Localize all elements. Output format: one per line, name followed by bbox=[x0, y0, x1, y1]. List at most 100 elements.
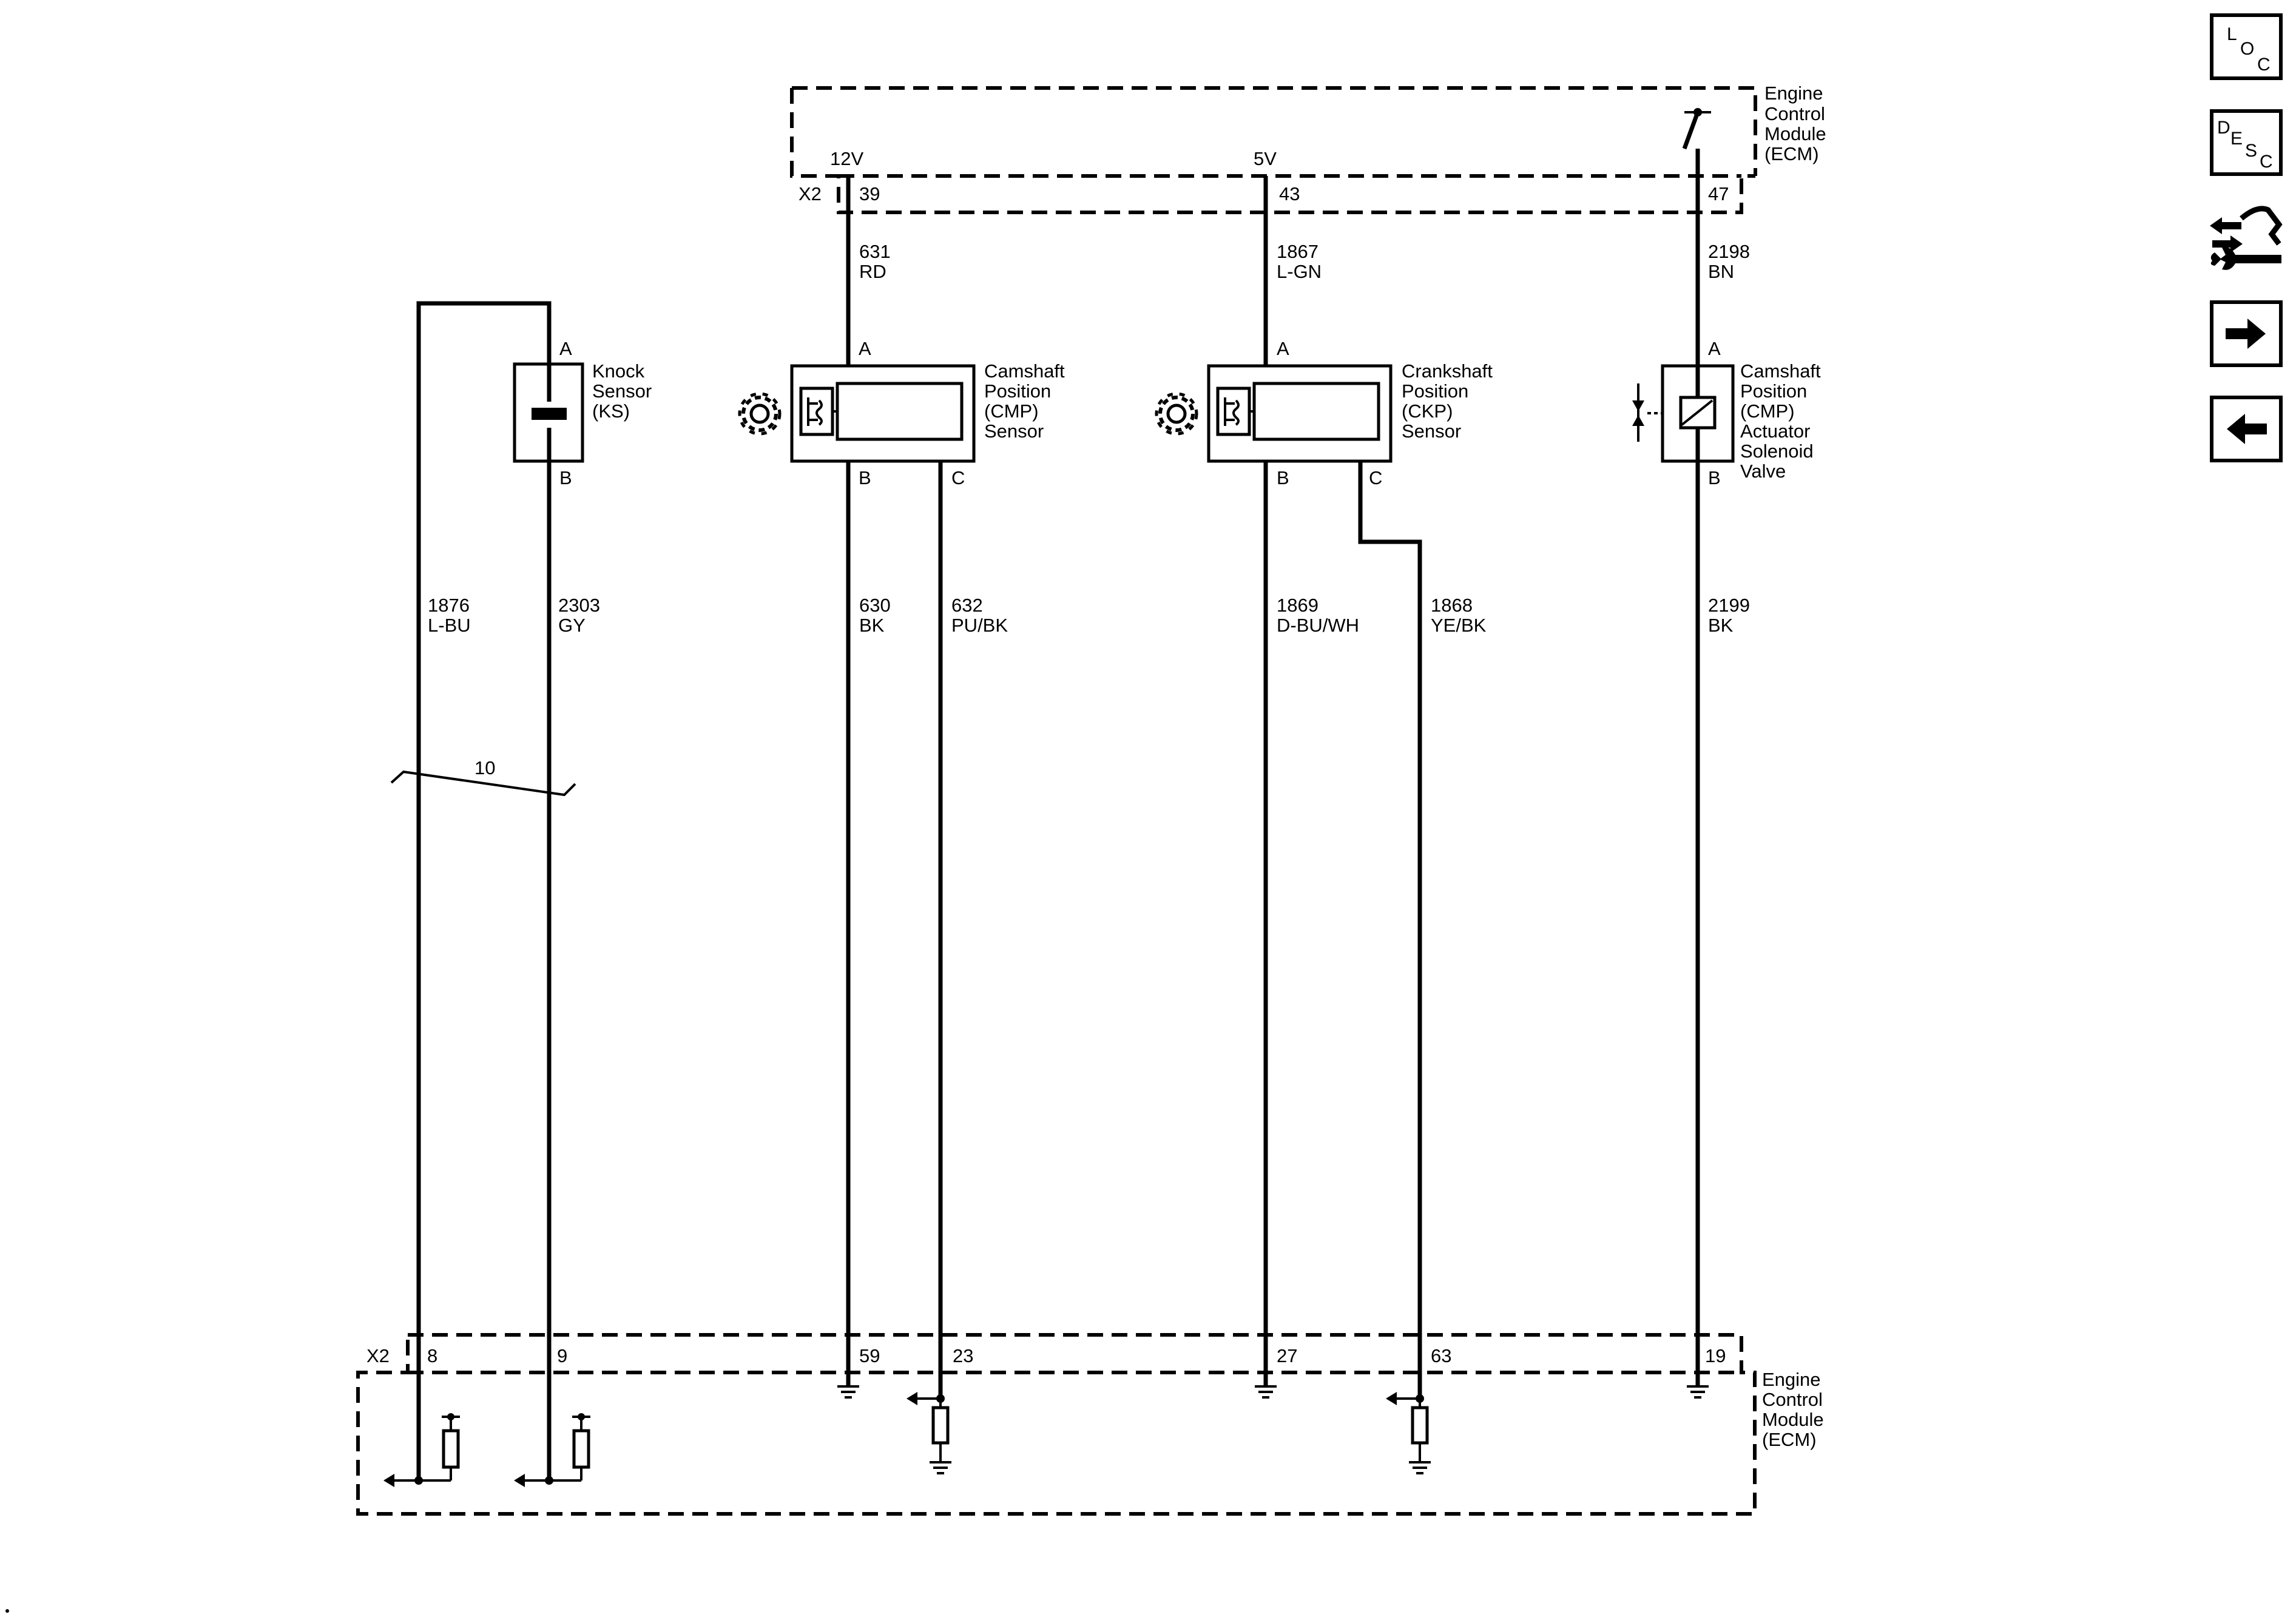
loc-button[interactable]: L O C bbox=[2210, 13, 2283, 80]
cmp-solenoid: A B Camshaft Position (CMP) Actuator Sol… bbox=[1632, 338, 1821, 488]
ecm-bottom-pin-27: 27 bbox=[1277, 1345, 1297, 1366]
input-circuit-8 bbox=[383, 1413, 460, 1487]
wire-2199-num: 2199 bbox=[1708, 595, 1750, 616]
prev-button[interactable] bbox=[2210, 396, 2283, 462]
wire-1868-num: 1868 bbox=[1431, 595, 1473, 616]
input-circuit-23 bbox=[907, 1392, 951, 1474]
ecm-top-title-3: Module bbox=[1764, 123, 1826, 144]
ckp-sensor-pin-a: A bbox=[1277, 338, 1289, 359]
ecm-bottom-title-4: (ECM) bbox=[1762, 1429, 1817, 1450]
ecm-top-pin-39: 39 bbox=[859, 183, 880, 204]
ecm-top-pin-43: 43 bbox=[1279, 183, 1300, 204]
arrow-right-icon bbox=[2226, 319, 2266, 349]
voltage-12v: 12V bbox=[830, 148, 863, 169]
desc-letter-s: S bbox=[2245, 141, 2258, 161]
voltage-5v: 5V bbox=[1254, 148, 1277, 169]
cmp-solenoid-label-6: Valve bbox=[1740, 461, 1786, 482]
desc-letter-d: D bbox=[2217, 118, 2230, 138]
hall-element-icon bbox=[807, 397, 837, 426]
arrow-left-icon bbox=[2227, 414, 2267, 444]
knock-sensor-label-2: Sensor bbox=[592, 380, 652, 402]
ecm-bottom-pin-23: 23 bbox=[953, 1345, 973, 1366]
wire-2303-num: 2303 bbox=[558, 595, 600, 616]
signal-arrow-icon bbox=[383, 1474, 394, 1487]
loc-letter-c: C bbox=[2257, 55, 2271, 75]
ckp-sensor-pin-b: B bbox=[1277, 467, 1289, 488]
wire-1876-num: 1876 bbox=[428, 595, 470, 616]
ckp-sensor-label-1: Crankshaft bbox=[1402, 360, 1493, 382]
knock-sensor-pin-b: B bbox=[559, 467, 572, 488]
cmp-sensor-pin-b: B bbox=[859, 467, 871, 488]
knock-sensor-label-3: (KS) bbox=[592, 400, 630, 422]
signal-arrow-icon bbox=[514, 1474, 525, 1487]
loc-letter-l: L bbox=[2227, 24, 2237, 44]
wire-630-color: BK bbox=[859, 615, 885, 636]
wire-2198-num: 2198 bbox=[1708, 241, 1750, 262]
ecm-bottom-pin-59: 59 bbox=[859, 1345, 880, 1366]
ecm-top-title-2: Control bbox=[1764, 103, 1825, 124]
cmp-solenoid-pin-a: A bbox=[1708, 338, 1721, 359]
knock-sensor-pin-a: A bbox=[559, 338, 572, 359]
next-button[interactable] bbox=[2210, 300, 2283, 367]
ecm-top-connector: X2 bbox=[799, 183, 822, 204]
ckp-sensor-label-4: Sensor bbox=[1402, 420, 1461, 442]
wire-1869-num: 1869 bbox=[1277, 595, 1319, 616]
ground-icon bbox=[1687, 1385, 1709, 1399]
wire-2198-color: BN bbox=[1708, 261, 1734, 282]
ecm-top: Engine Control Module (ECM) X2 12V 5V 39… bbox=[790, 83, 1826, 214]
ckp-sensor-label-2: Position bbox=[1402, 380, 1468, 402]
signal-arrow-icon bbox=[1386, 1392, 1397, 1405]
wire-632-color: PU/BK bbox=[951, 615, 1008, 636]
ground-icon bbox=[1409, 1461, 1431, 1474]
ground-icon bbox=[930, 1461, 951, 1474]
cmp-solenoid-label-1: Camshaft bbox=[1740, 360, 1821, 382]
wire-631-color: RD bbox=[859, 261, 886, 282]
wires bbox=[416, 176, 1700, 1480]
loc-letter-o: O bbox=[2240, 39, 2255, 59]
cmp-sensor-pin-a: A bbox=[859, 338, 871, 359]
resistor-icon bbox=[572, 1429, 590, 1469]
ecm-bottom-pin-9: 9 bbox=[557, 1345, 567, 1366]
gear-icon bbox=[1155, 392, 1198, 436]
wire-1869-color: D-BU/WH bbox=[1277, 615, 1359, 636]
cmp-sensor: A B C Camshaft Position (CMP) Sensor bbox=[738, 338, 1065, 488]
wire-1876 bbox=[416, 301, 552, 1480]
input-circuit-9 bbox=[514, 1413, 590, 1487]
actuator-arrows-icon bbox=[1632, 383, 1663, 442]
input-circuit-63 bbox=[1386, 1392, 1431, 1474]
ecm-bottom-connector: X2 bbox=[366, 1345, 390, 1366]
piezo-element-icon bbox=[532, 408, 567, 420]
ground-icon bbox=[837, 1385, 859, 1399]
wire-2303-color: GY bbox=[558, 615, 586, 636]
corner-mark bbox=[5, 1609, 9, 1613]
ecm-bottom-title-2: Control bbox=[1762, 1389, 1823, 1410]
connector-tool-icon bbox=[2210, 206, 2283, 270]
connector-tool-button[interactable] bbox=[2204, 200, 2289, 279]
ecm-top-title-1: Engine bbox=[1764, 83, 1823, 104]
wire-labels: 631 RD 1867 L-GN 2198 BN 1876 L-BU 2303 … bbox=[428, 241, 1750, 636]
cmp-solenoid-label-4: Actuator bbox=[1740, 420, 1810, 442]
cmp-sensor-label-4: Sensor bbox=[984, 420, 1044, 442]
ecm-top-border bbox=[790, 86, 1757, 214]
resistor-icon bbox=[442, 1429, 460, 1469]
hall-element-icon bbox=[1224, 397, 1254, 426]
ecm-bottom-title-1: Engine bbox=[1762, 1369, 1821, 1390]
cmp-sensor-label-1: Camshaft bbox=[984, 360, 1065, 382]
wire-632-num: 632 bbox=[951, 595, 983, 616]
wire-631-num: 631 bbox=[859, 241, 891, 262]
cmp-sensor-pin-c: C bbox=[951, 467, 965, 488]
ckp-sensor-label-3: (CKP) bbox=[1402, 400, 1453, 422]
desc-button[interactable]: D E S C bbox=[2210, 109, 2283, 176]
ecm-bottom-title-3: Module bbox=[1762, 1409, 1824, 1430]
signal-arrow-icon bbox=[907, 1392, 917, 1405]
wire-1867-num: 1867 bbox=[1277, 241, 1319, 262]
ecm-bottom-pin-19: 19 bbox=[1705, 1345, 1726, 1366]
desc-letter-e: E bbox=[2230, 129, 2243, 149]
twisted-pair-marker: 10 bbox=[390, 757, 576, 797]
cmp-solenoid-label-2: Position bbox=[1740, 380, 1807, 402]
wire-630-num: 630 bbox=[859, 595, 891, 616]
switch-icon bbox=[1682, 108, 1711, 176]
wire-2199-color: BK bbox=[1708, 615, 1734, 636]
ground-symbols bbox=[837, 1385, 1709, 1399]
ecm-bottom-border bbox=[356, 1333, 1757, 1516]
